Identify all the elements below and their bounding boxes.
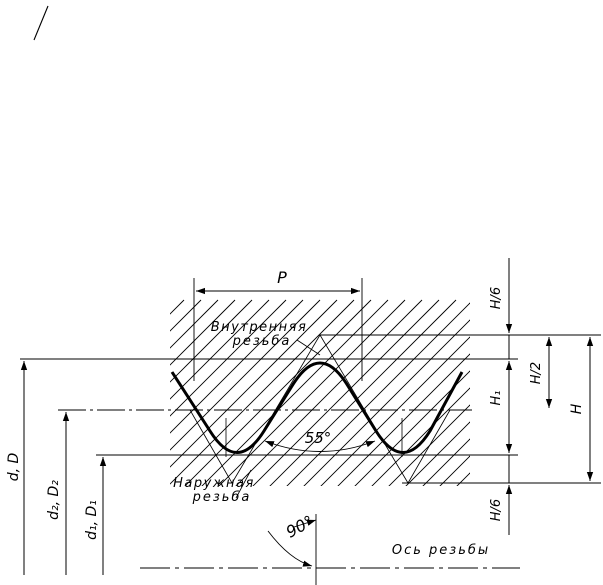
label-h1: H₁ <box>489 391 504 406</box>
hatch-line <box>170 299 270 453</box>
hatch-line <box>323 299 470 453</box>
hatch-line <box>0 300 167 500</box>
hatch-line <box>170 299 236 453</box>
hatch-line <box>170 299 372 453</box>
label-h: H <box>569 403 585 414</box>
hatch-line <box>528 300 603 500</box>
label-external-1: Наружная <box>173 476 255 491</box>
hatch-line <box>391 363 470 486</box>
label-h-half: H/2 <box>529 362 544 384</box>
leader-external <box>235 469 252 499</box>
hatch-line <box>289 299 470 453</box>
hatch-line <box>170 299 338 453</box>
hatch-line <box>0 300 150 500</box>
hatch-line <box>204 363 406 486</box>
hatch-line <box>528 300 603 500</box>
hatch-line <box>545 300 603 500</box>
hatch-line <box>170 363 185 486</box>
hatch-line <box>425 363 470 486</box>
hatch-line <box>170 299 185 453</box>
hatch-line <box>170 299 321 453</box>
label-internal-2: резьба <box>232 334 292 349</box>
label-h6-bottom: H/6 <box>489 499 504 521</box>
hatch-line <box>408 363 470 486</box>
label-external-2: резьба <box>192 490 252 505</box>
hatch-line <box>459 299 470 453</box>
hatch-line <box>408 299 470 453</box>
hatch-line <box>340 299 470 453</box>
hatch-line <box>442 299 470 453</box>
label-minor-diameter: d₁, D₁ <box>84 500 100 540</box>
label-angle-90: 90° <box>283 512 317 542</box>
hatch-line <box>442 363 470 486</box>
label-internal-1: Внутренняя <box>211 320 308 335</box>
hatch-line <box>170 363 287 486</box>
hatch-line <box>238 363 440 486</box>
thread-profile-line <box>170 361 464 454</box>
hatch-line <box>459 363 470 486</box>
hatch-line <box>511 300 603 500</box>
angle-90-arc <box>267 530 313 567</box>
hatch-line <box>170 299 219 453</box>
hatch-line <box>170 299 202 453</box>
hatch-line <box>545 300 603 500</box>
hatch-line <box>374 363 470 486</box>
angle-55-arc <box>264 440 376 452</box>
hatch-line <box>425 299 470 453</box>
leader-internal <box>296 339 321 356</box>
label-angle-55: 55° <box>305 429 332 447</box>
hatch-line <box>221 363 423 486</box>
construction-lines <box>189 334 451 484</box>
hatch-line <box>357 363 470 486</box>
hatch-line <box>272 299 470 453</box>
hatch-line <box>170 299 355 453</box>
label-pitch: P <box>277 268 287 287</box>
label-h6-top: H/6 <box>489 287 504 309</box>
hatch-line <box>0 300 167 500</box>
hatch-line <box>0 300 150 500</box>
hatch-line <box>511 300 603 500</box>
hatch-line <box>170 299 253 453</box>
label-thread-axis: Ось резьбы <box>392 543 490 558</box>
label-major-diameter: d, D <box>6 453 22 482</box>
hatch-line <box>187 363 389 486</box>
label-pitch-diameter: d₂, D₂ <box>46 480 62 520</box>
hatch-line <box>170 299 304 453</box>
corner-stroke <box>33 5 49 41</box>
angle-90-leader <box>293 519 317 528</box>
hatch-line <box>306 299 470 453</box>
